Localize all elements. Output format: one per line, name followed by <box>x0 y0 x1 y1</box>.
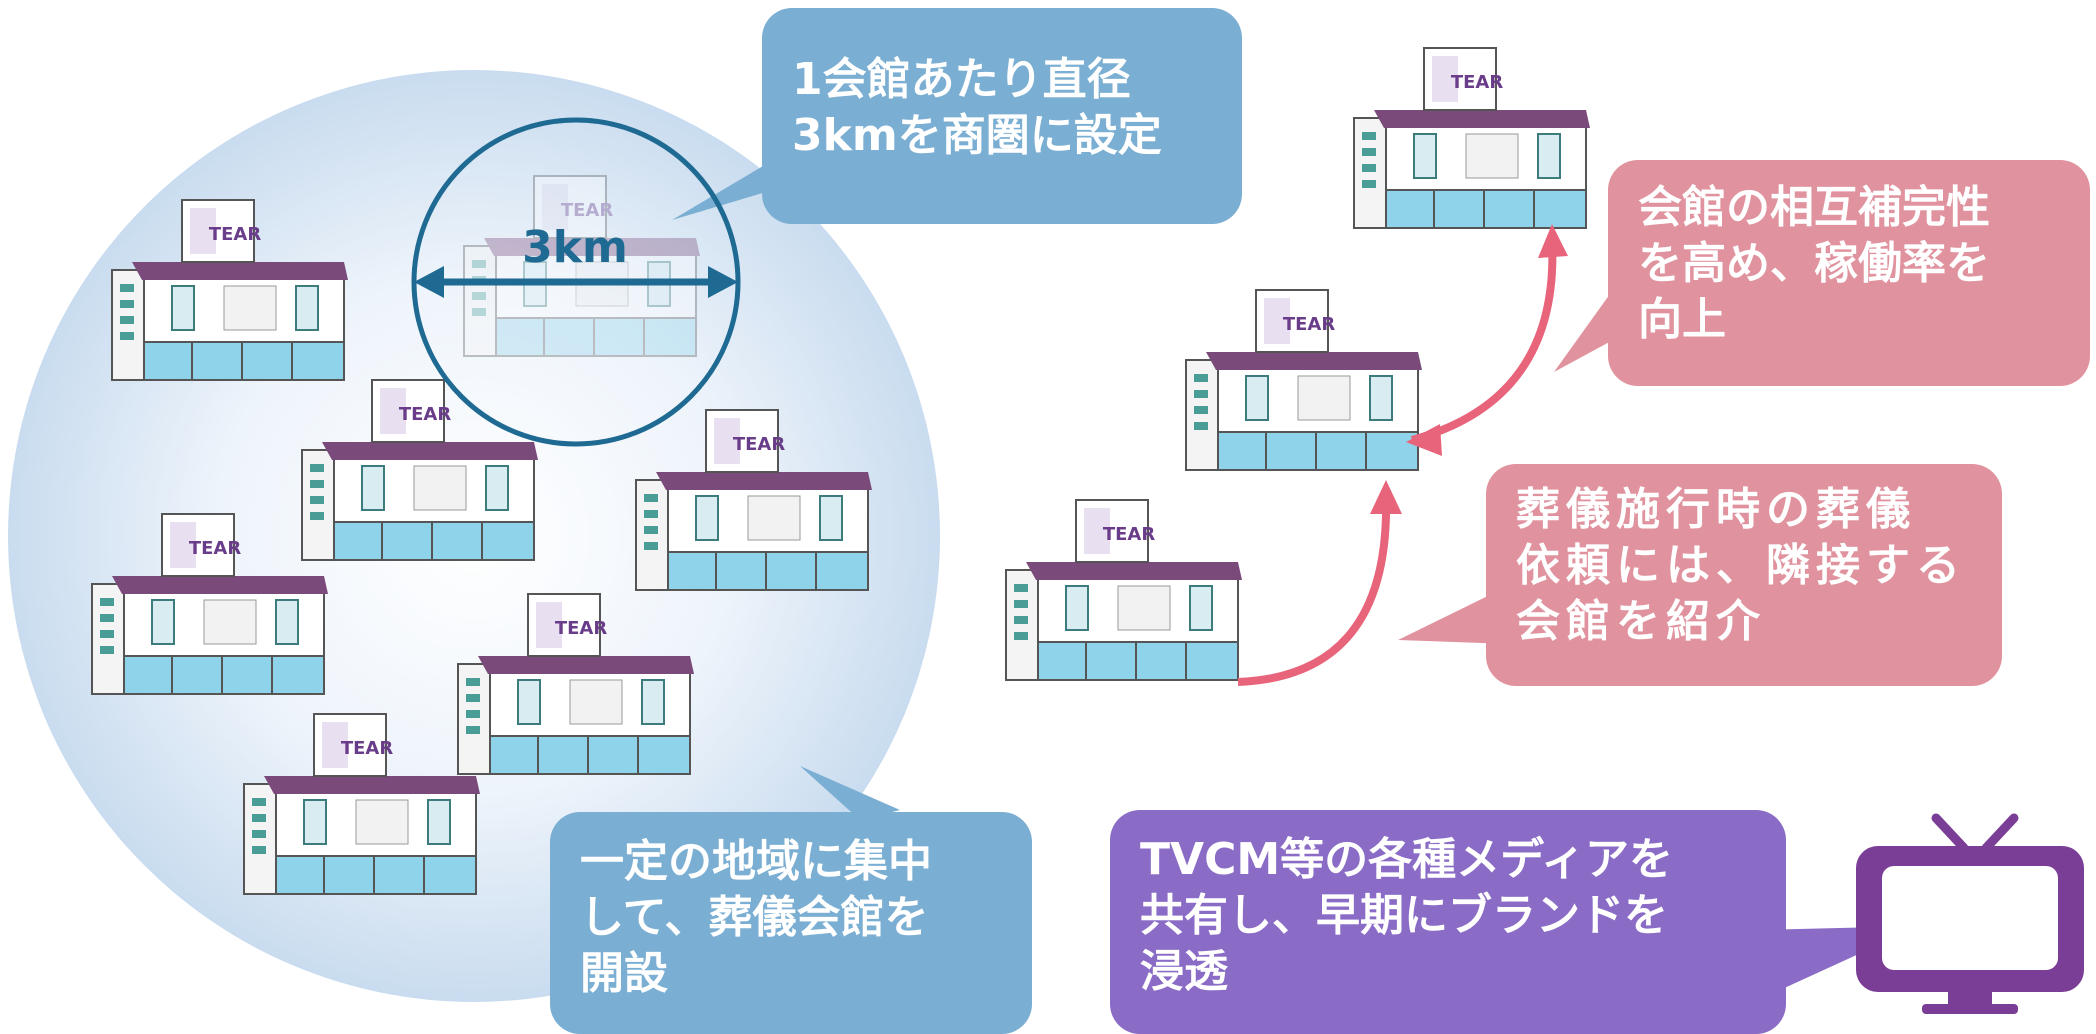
arrow-icon <box>708 266 738 298</box>
callout-line: 共有し、早期にブランドを <box>1140 890 1668 941</box>
building-icon <box>1185 289 1423 471</box>
callout-cluster: 一定の地域に集中 して、葬儀会館を 開設 <box>550 812 1032 1034</box>
arrow-icon <box>1410 239 1557 444</box>
callout-trade-area: 1会館あたり直径 3kmを商圏に設定 <box>762 8 1242 224</box>
callout-line: TVCM等の各種メディアを <box>1140 834 1674 885</box>
callout-line: 会館の相互補完性 <box>1638 182 1990 233</box>
callout-line: 向上 <box>1638 294 1726 345</box>
diameter-label: 3km <box>522 222 628 273</box>
callout-line: 3kmを商圏に設定 <box>792 110 1162 161</box>
callout-line: 会館を紹介 <box>1516 596 1766 647</box>
arrow-icon <box>1237 497 1391 686</box>
callout-complementarity: 会館の相互補完性 を高め、稼働率を 向上 <box>1608 160 2090 386</box>
callout-referral: 葬儀施行時の葬儀 依頼には、隣接する 会館を紹介 <box>1486 464 2002 686</box>
callout-line: 葬儀施行時の葬儀 <box>1516 484 1916 535</box>
callout-tail <box>1398 590 1510 644</box>
callout-line: して、葬儀会館を <box>580 892 929 943</box>
callout-tail <box>800 766 900 820</box>
arrow-icon <box>1370 480 1402 514</box>
callout-line: 開設 <box>580 948 668 999</box>
building-icon <box>1005 499 1243 681</box>
callout-line: を高め、稼働率を <box>1638 238 1990 289</box>
callout-line: 依頼には、隣接する <box>1516 540 1966 591</box>
callout-media: TVCM等の各種メディアを 共有し、早期にブランドを 浸透 <box>1110 810 1786 1034</box>
tv-icon <box>1856 813 2084 1014</box>
arrow-icon <box>1406 424 1442 456</box>
callout-line: 一定の地域に集中 <box>580 836 932 887</box>
building-icon <box>1353 47 1591 229</box>
arrow-icon <box>1538 224 1568 258</box>
callout-line: 浸透 <box>1140 946 1228 997</box>
arrow-icon <box>414 266 444 298</box>
callout-line: 1会館あたり直径 <box>792 54 1131 105</box>
